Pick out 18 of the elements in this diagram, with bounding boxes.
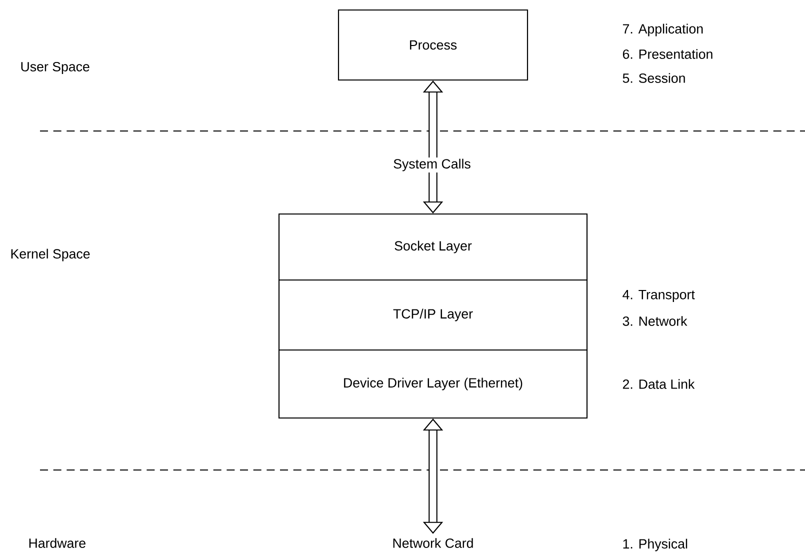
osi-layer-label: 1. Physical [623,538,688,552]
layer-box: Socket Layer [278,213,588,281]
node-label: Network Card [393,538,473,548]
region-label: User Space [21,62,90,74]
region-label: Kernel Space [11,248,90,262]
osi-layer-label: 4. Transport [622,290,695,302]
double-arrow [422,418,444,534]
osi-layer-label: 5. Session [622,73,685,83]
layer-box: Device Driver Layer (Ethernet) [278,349,588,419]
edge-label: System Calls [392,157,472,173]
osi-layer-label: 3. Network [622,316,688,326]
layer-box: TCP/IP Layer [278,279,588,351]
osi-layer-label: 2. Data Link [622,379,695,389]
double-arrow [422,80,444,214]
process-box: Process [338,9,528,81]
osi-layer-label: 7. Application [622,24,703,36]
region-label: Hardware [29,538,86,548]
osi-layer-label: 6. Presentation [622,49,712,59]
